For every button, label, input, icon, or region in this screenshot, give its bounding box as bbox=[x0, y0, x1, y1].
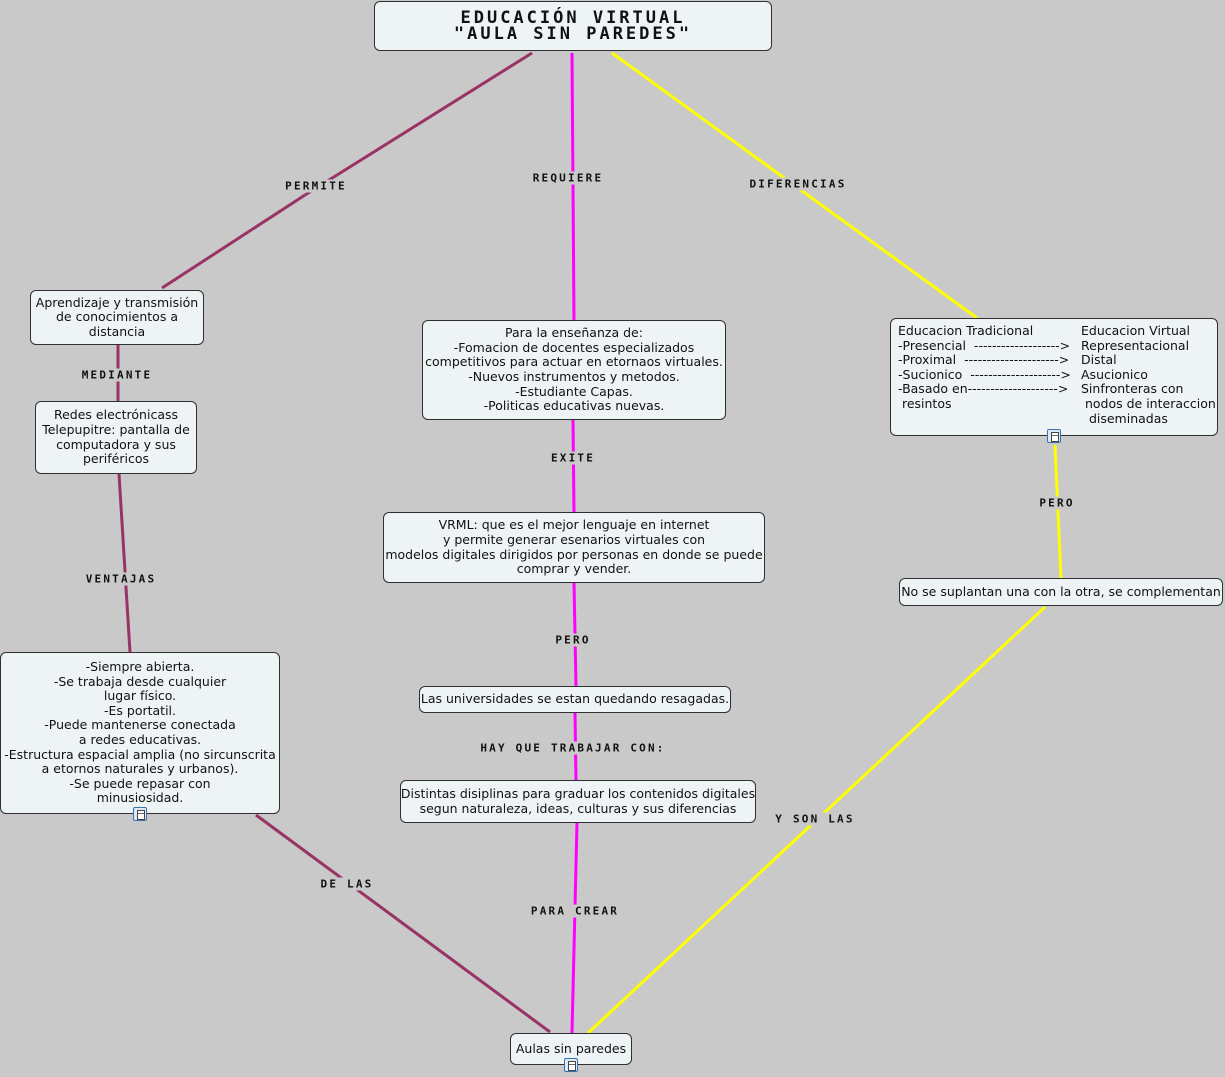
text-line: Distal bbox=[1081, 352, 1117, 368]
text-line: Aulas sin paredes bbox=[515, 1040, 627, 1056]
text-line: nodos de interaccion bbox=[1081, 395, 1216, 411]
vrml-node[interactable]: VRML: que es el mejor lenguaje en intern… bbox=[383, 512, 765, 583]
text-line: y permite generar esenarios virtuales co… bbox=[442, 531, 706, 547]
text-line: a redes educativas. bbox=[78, 732, 202, 747]
text-line: computadora y sus bbox=[56, 436, 176, 452]
aulas-text: Aulas sin paredes bbox=[515, 1040, 627, 1057]
link-label-exite: EXITE bbox=[547, 451, 599, 465]
comparacion-left-column: Educacion Tradicional-Presencial -------… bbox=[898, 323, 1081, 412]
link-label-para-crear: PARA CREAR bbox=[527, 904, 623, 918]
link-label-pero-right: PERO bbox=[1036, 496, 1078, 510]
text-line: -Sucionico --------------------> bbox=[898, 366, 1071, 382]
text-line: Las universidades se estan quedando resa… bbox=[420, 691, 730, 707]
ensenanza-text: Para la enseñanza de:-Fomacion de docent… bbox=[425, 326, 723, 414]
ventajas-text: -Siempre abierta.-Se trabaja desde cualq… bbox=[4, 659, 276, 806]
text-line: periféricos bbox=[83, 451, 149, 467]
document-icon[interactable] bbox=[133, 807, 147, 821]
text-line: -Proximal ---------------------> bbox=[898, 352, 1070, 368]
ventajas-node[interactable]: -Siempre abierta.-Se trabaja desde cualq… bbox=[0, 652, 280, 814]
text-line: -Siempre abierta. bbox=[85, 659, 195, 675]
link-label-hay-que-trabajar: HAY QUE TRABAJAR CON: bbox=[477, 741, 669, 755]
title-line-2: "AULA SIN PAREDES" bbox=[453, 24, 693, 44]
vrml-text: VRML: que es el mejor lenguaje en intern… bbox=[385, 518, 762, 576]
text-line: comprar y vender. bbox=[516, 561, 632, 577]
text-line: Educacion Tradicional bbox=[898, 323, 1034, 338]
line-permite-aprendizaje bbox=[161, 193, 306, 290]
text-line: VRML: que es el mejor lenguaje en intern… bbox=[438, 517, 710, 533]
text-line: -Estudiante Capas. bbox=[515, 383, 633, 399]
text-line: -Puede mantenerse conectada bbox=[44, 717, 236, 733]
text-line: Redes electrónicass bbox=[53, 407, 179, 423]
line-ventajas-aulas bbox=[255, 813, 551, 1034]
link-label-requiere: REQUIERE bbox=[529, 171, 607, 185]
text-line: a etornos naturales y urbanos). bbox=[41, 761, 239, 777]
link-label-mediante: MEDIANTE bbox=[78, 368, 156, 382]
text-line: -Se puede repasar con bbox=[69, 775, 211, 791]
text-line: -Se trabaja desde cualquier bbox=[53, 673, 227, 689]
text-line: competitivos para actuar en etornaos vir… bbox=[425, 354, 723, 370]
line-title-ensenanza bbox=[570, 52, 576, 321]
document-icon[interactable] bbox=[564, 1058, 578, 1072]
left-branch-lines bbox=[116, 51, 551, 1034]
text-line: diseminadas bbox=[1081, 410, 1168, 426]
universidades-node[interactable]: Las universidades se estan quedando resa… bbox=[419, 686, 731, 713]
ensenanza-node[interactable]: Para la enseñanza de:-Fomacion de docent… bbox=[422, 320, 726, 420]
text-line: -Presencial -------------------> bbox=[898, 337, 1071, 353]
line-redes-ventajas bbox=[117, 473, 132, 653]
text-line: minusiosidad. bbox=[96, 790, 184, 806]
text-line: Distintas disiplinas para graduar los co… bbox=[400, 785, 756, 801]
link-label-pero-center: PERO bbox=[552, 633, 594, 647]
line-disciplinas-aulas bbox=[570, 822, 579, 1034]
line-comparacion-complementan bbox=[1053, 444, 1063, 579]
comparacion-node[interactable]: Educacion Tradicional-Presencial -------… bbox=[890, 318, 1218, 436]
link-label-permite: PERMITE bbox=[282, 179, 350, 193]
text-line: distancia bbox=[88, 323, 146, 339]
text-line: -Politicas educativas nuevas. bbox=[483, 398, 665, 414]
title-line-1: EDUCACIÓN VIRTUAL bbox=[460, 8, 686, 28]
text-line: lugar físico. bbox=[103, 688, 177, 704]
text-line: -Estructura espacial amplia (no sircunsc… bbox=[4, 746, 276, 762]
link-label-de-las: DE LAS bbox=[317, 877, 377, 891]
disciplinas-node[interactable]: Distintas disiplinas para graduar los co… bbox=[400, 780, 756, 823]
document-icon[interactable] bbox=[1047, 429, 1061, 443]
line-title-permite bbox=[304, 51, 533, 197]
text-line: modelos digitales dirigidos por personas… bbox=[385, 546, 763, 562]
text-line: Aprendizaje y transmisión bbox=[35, 294, 199, 310]
text-line: -Es portatil. bbox=[104, 702, 176, 718]
text-line: Representacional bbox=[1081, 337, 1190, 353]
text-line: segun naturaleza, ideas, culturas y sus … bbox=[419, 800, 737, 816]
complementan-node[interactable]: No se suplantan una con la otra, se comp… bbox=[899, 578, 1223, 606]
text-line: -Basado en--------------------> bbox=[898, 381, 1069, 397]
line-ensenanza-vrml bbox=[571, 419, 576, 513]
text-line: Para la enseñanza de: bbox=[505, 325, 643, 341]
universidades-text: Las universidades se estan quedando resa… bbox=[421, 692, 729, 707]
disciplinas-text: Distintas disiplinas para graduar los co… bbox=[400, 785, 756, 816]
text-line: No se suplantan una con la otra, se comp… bbox=[901, 583, 1221, 599]
text-line: de conocimientos a bbox=[55, 309, 178, 325]
title-node[interactable]: EDUCACIÓN VIRTUAL "AULA SIN PAREDES" bbox=[374, 1, 772, 51]
text-line: Asucionico bbox=[1081, 366, 1148, 382]
text-line: resintos bbox=[898, 395, 952, 411]
text-line: -Nuevos instrumentos y metodos. bbox=[468, 369, 680, 384]
text-line: Educacion Virtual bbox=[1081, 323, 1191, 338]
text-line: Telepupitre: pantalla de bbox=[42, 421, 190, 437]
link-label-ventajas: VENTAJAS bbox=[82, 572, 160, 586]
complementan-text: No se suplantan una con la otra, se comp… bbox=[901, 583, 1221, 600]
text-line: Sinfronteras con bbox=[1081, 381, 1184, 397]
text-line: -Fomacion de docentes especializados bbox=[453, 339, 695, 355]
link-label-y-son-las: Y SON LAS bbox=[772, 812, 858, 826]
link-label-diferencias: DIFERENCIAS bbox=[746, 177, 850, 191]
